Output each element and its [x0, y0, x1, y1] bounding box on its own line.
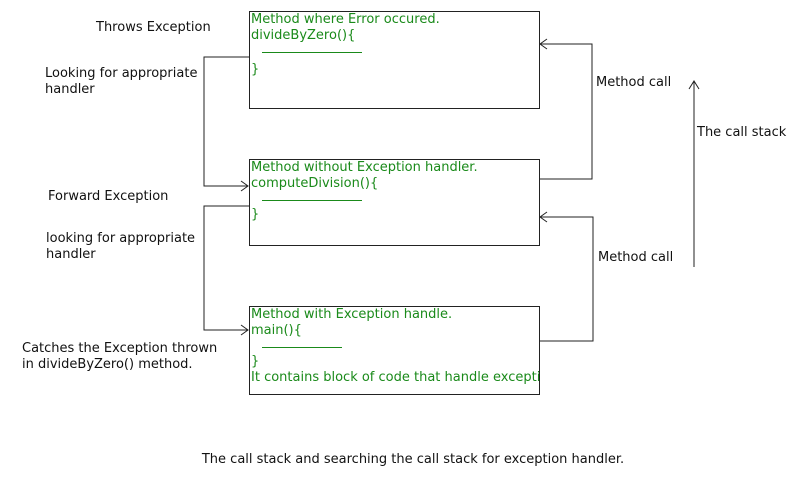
- method-signature: main(){: [251, 323, 302, 338]
- throws-exception-label: Throws Exception: [96, 20, 211, 35]
- forward-exception-label: Forward Exception: [48, 189, 169, 204]
- diagram-caption: The call stack and searching the call st…: [201, 452, 625, 467]
- search-arrow-top-to-middle: [203, 56, 249, 187]
- closing-brace: }: [251, 207, 260, 222]
- closing-brace: }: [251, 62, 260, 77]
- code-placeholder-line: [250, 339, 539, 354]
- arrowhead: [539, 211, 548, 223]
- arrowhead: [240, 180, 249, 192]
- method-call-arrow-lower: [539, 216, 594, 342]
- frame-title: Method with Exception handle.: [251, 307, 453, 322]
- method-call-label-2: Method call: [598, 250, 674, 265]
- arrowhead: [688, 80, 700, 90]
- frame-title: Method without Exception handler.: [251, 160, 478, 175]
- method-call-arrow-upper: [539, 43, 593, 180]
- arrowhead: [240, 324, 249, 336]
- looking-handler-label-1: Looking for appropriate handler: [45, 66, 198, 97]
- code-placeholder-line: [250, 192, 539, 207]
- frame-title: Method where Error occured.: [251, 12, 440, 27]
- catches-exception-label: Catches the Exception thrown in divideBy…: [22, 341, 218, 372]
- search-arrow-middle-to-bottom: [203, 205, 249, 331]
- closing-brace: }: [251, 354, 260, 369]
- stack-frame-compute-division: Method without Exception handler. comput…: [249, 159, 540, 246]
- looking-handler-label-2: looking for appropriate handler: [46, 231, 196, 262]
- method-signature: divideByZero(){: [251, 28, 356, 43]
- stack-frame-divide-by-zero: Method where Error occured. divideByZero…: [249, 11, 540, 109]
- method-call-label-1: Method call: [596, 75, 672, 90]
- arrowhead: [539, 38, 548, 50]
- stack-frame-main: Method with Exception handle. main(){ } …: [249, 306, 540, 395]
- method-signature: computeDivision(){: [251, 176, 379, 191]
- handler-description: It contains block of code that handle ex…: [251, 370, 540, 385]
- call-stack-label: The call stack: [697, 125, 787, 140]
- code-placeholder-line: [250, 44, 539, 59]
